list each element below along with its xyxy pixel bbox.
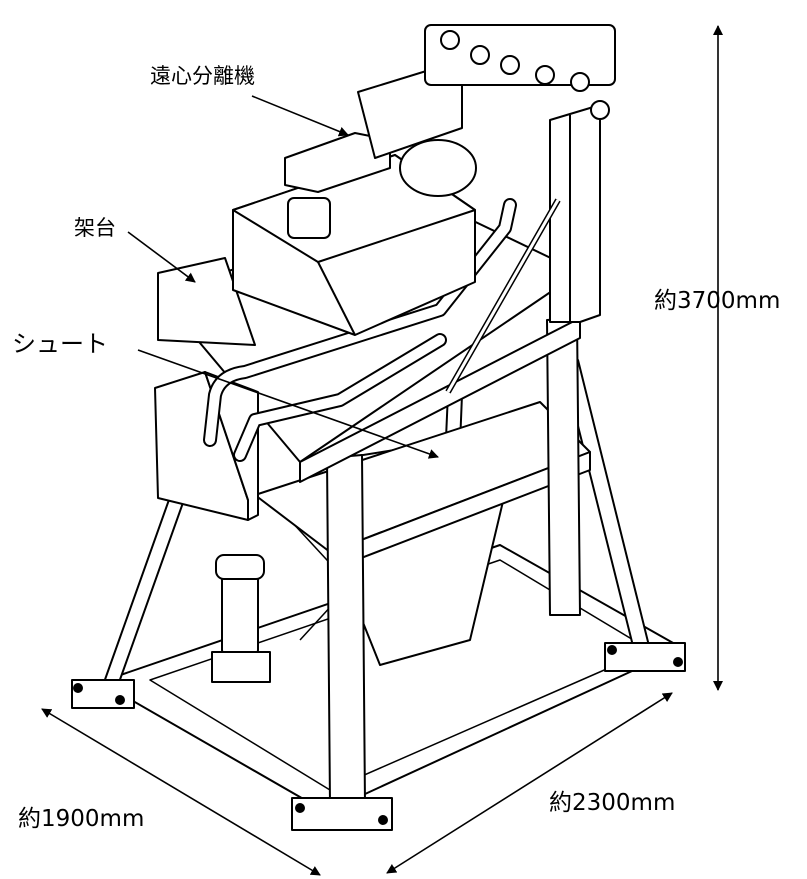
width-arrow bbox=[41, 708, 321, 876]
chute-leader bbox=[137, 349, 439, 459]
valve-5 bbox=[570, 72, 590, 92]
valve-tower bbox=[549, 104, 601, 323]
pipe-lower-inner bbox=[235, 335, 445, 460]
dimension-lines bbox=[41, 25, 723, 876]
stand-label: 架台 bbox=[74, 216, 116, 240]
drive-motor bbox=[287, 197, 331, 239]
support-rod-inner bbox=[446, 199, 560, 393]
upper-frame-front bbox=[299, 317, 581, 483]
valve-manifold bbox=[424, 24, 616, 86]
valve-3 bbox=[500, 55, 520, 75]
valve-2 bbox=[470, 45, 490, 65]
valve-4 bbox=[535, 65, 555, 85]
stand-box bbox=[157, 257, 256, 346]
bolt bbox=[673, 657, 683, 667]
pump-motor bbox=[221, 574, 259, 656]
centrifuge-bowl bbox=[399, 139, 477, 197]
stand-leader bbox=[127, 231, 196, 283]
pump-motor-top bbox=[215, 554, 265, 580]
pipe-main-inner bbox=[205, 200, 515, 445]
depth-arrow bbox=[386, 692, 673, 874]
pump-base bbox=[211, 651, 271, 683]
height-dimension-label: 約3700mm bbox=[654, 288, 781, 314]
width-dimension-label: 約1900mm bbox=[18, 806, 145, 832]
chute-label: シュート bbox=[12, 330, 108, 358]
bolt bbox=[115, 695, 125, 705]
bolt bbox=[73, 683, 83, 693]
front-right-leg bbox=[546, 317, 581, 616]
centrifuge-housing-edge bbox=[317, 261, 356, 336]
centrifuge-label: 遠心分離機 bbox=[150, 64, 255, 88]
leader-lines bbox=[127, 95, 439, 459]
pad-front-right bbox=[604, 642, 686, 672]
machine-drawing bbox=[71, 24, 686, 831]
valve-1 bbox=[440, 30, 460, 50]
centrifuge-leader bbox=[251, 95, 349, 137]
centrifuge-unit bbox=[284, 132, 391, 193]
valve-6 bbox=[590, 100, 610, 120]
front-left-leg bbox=[326, 454, 366, 806]
bolt bbox=[607, 645, 617, 655]
pad-front-left bbox=[291, 797, 393, 831]
depth-dimension-label: 約2300mm bbox=[549, 790, 676, 816]
bolt bbox=[295, 803, 305, 813]
pad-rear-left bbox=[71, 679, 135, 709]
bolt bbox=[378, 815, 388, 825]
